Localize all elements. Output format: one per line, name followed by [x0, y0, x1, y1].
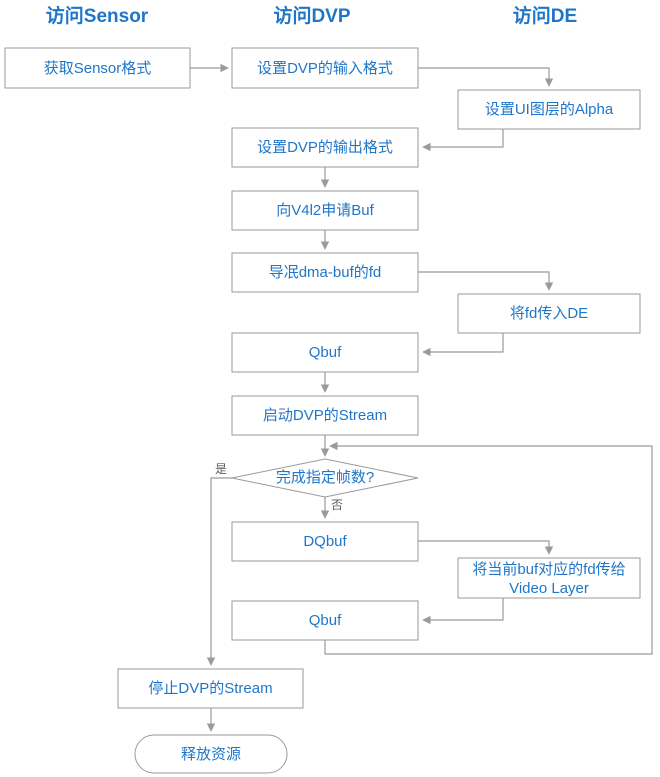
- edge-n13-n10-loop: [324, 441, 653, 655]
- node-qbuf-loop[interactable]: Qbuf: [231, 600, 419, 641]
- node-label-n9: 启动DVP的Stream: [263, 407, 387, 424]
- edge-n3-n4: [422, 128, 504, 152]
- node-label-n14: 停止DVP的Stream: [148, 680, 272, 697]
- node-label-n12-line1: 将当前buf对应的fd传给: [472, 560, 625, 578]
- node-label-n15: 释放资源: [181, 746, 241, 763]
- node-release-resources[interactable]: 释放资源: [134, 734, 288, 774]
- node-label-n11: DQbuf: [303, 533, 347, 550]
- edge-n10-n14-yes: [206, 477, 232, 666]
- node-decision-frames-done[interactable]: 完成指定帧数?: [231, 458, 419, 498]
- node-dqbuf[interactable]: DQbuf: [231, 521, 419, 562]
- edge-n7-n8: [422, 333, 504, 357]
- node-qbuf-initial[interactable]: Qbuf: [231, 332, 419, 373]
- node-set-dvp-output-format[interactable]: 设置DVP的输出格式: [231, 127, 419, 168]
- node-label-n2: 设置DVP的输入格式: [257, 60, 393, 77]
- node-stop-dvp-stream[interactable]: 停止DVP的Stream: [117, 668, 304, 709]
- edge-n11-n12: [418, 540, 554, 555]
- node-set-ui-layer-alpha[interactable]: 设置UI图层的Alpha: [457, 89, 641, 130]
- node-pass-fd-to-video-layer[interactable]: 将当前buf对应的fd传给 Video Layer: [457, 557, 641, 599]
- node-request-v4l2-buf[interactable]: 向V4l2申请Buf: [231, 190, 419, 231]
- lane-title-sensor: 访问Sensor: [46, 4, 149, 27]
- node-label-n7: 将fd传入DE: [510, 305, 588, 322]
- node-label-n5: 向V4l2申请Buf: [276, 202, 374, 219]
- node-label-n4: 设置DVP的输出格式: [257, 139, 393, 156]
- node-label-n8: Qbuf: [309, 344, 342, 361]
- node-label-n12-line2: Video Layer: [509, 580, 589, 597]
- edge-n6-n7: [418, 271, 554, 291]
- edge-n12-n13: [422, 598, 504, 625]
- edge-n2-n3: [418, 67, 554, 87]
- node-pass-fd-to-de[interactable]: 将fd传入DE: [457, 293, 641, 334]
- edge-label-yes: 是: [215, 462, 227, 476]
- node-label-n13: Qbuf: [309, 612, 342, 629]
- node-get-sensor-format[interactable]: 获取Sensor格式: [4, 47, 191, 89]
- edge-label-no: 否: [331, 498, 343, 512]
- lane-title-dvp: 访问DVP: [273, 4, 350, 27]
- node-set-dvp-input-format[interactable]: 设置DVP的输入格式: [231, 47, 419, 89]
- node-label-n10: 完成指定帧数?: [276, 469, 374, 486]
- node-start-dvp-stream[interactable]: 启动DVP的Stream: [231, 395, 419, 436]
- node-label-n1: 获取Sensor格式: [44, 60, 152, 77]
- node-label-n6: 导冺dma-buf的fd: [269, 264, 382, 281]
- lane-title-de: 访问DE: [513, 4, 577, 27]
- node-label-n3: 设置UI图层的Alpha: [485, 101, 614, 118]
- node-export-dmabuf-fd[interactable]: 导冺dma-buf的fd: [231, 252, 419, 293]
